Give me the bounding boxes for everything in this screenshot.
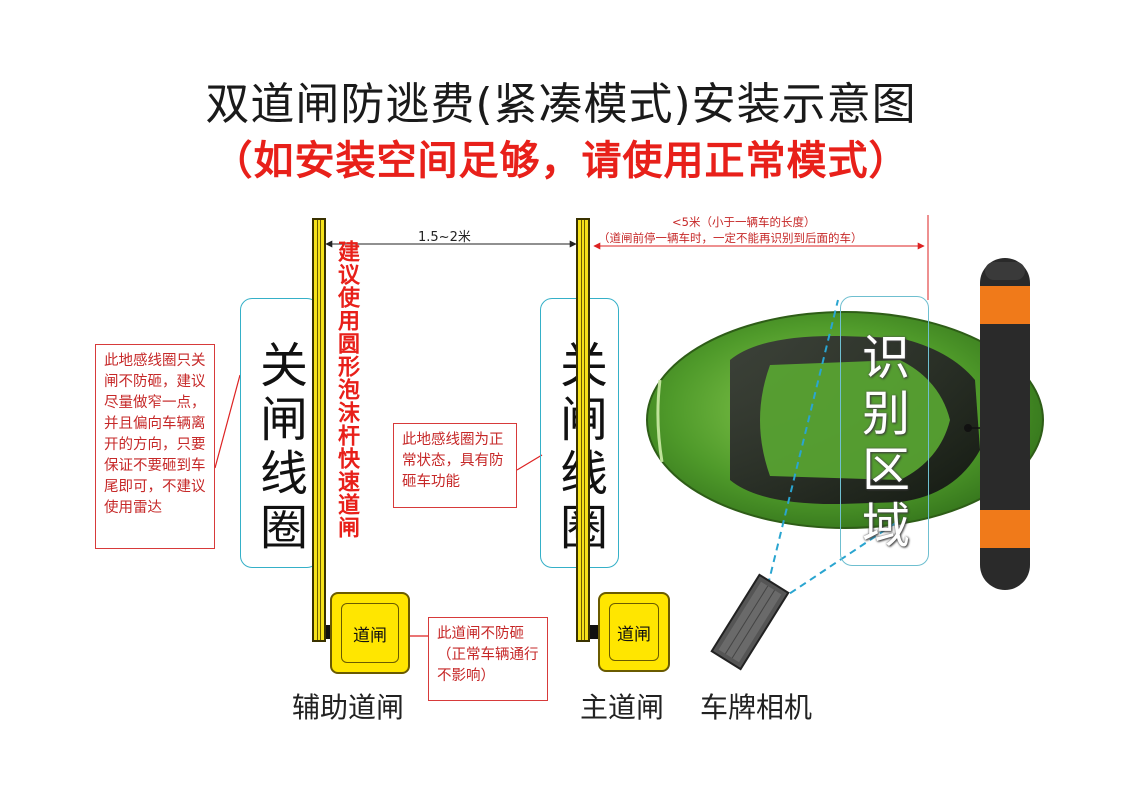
page-subtitle: （如安装空间足够，请使用正常模式） xyxy=(212,138,910,184)
aux-gate-label: 辅助道闸 xyxy=(292,691,405,724)
main-loop-note-pointer xyxy=(516,454,543,471)
main-loop-note: 此地感线圈为正常状态，具有防砸车功能 xyxy=(393,423,517,508)
aux-gate-boom xyxy=(312,218,326,642)
camera-label: 车牌相机 xyxy=(700,691,813,724)
aux-loop-note-pointer xyxy=(214,374,241,469)
distance-limit-label: <5米（小于一辆车的长度） xyxy=(672,215,816,229)
aux-gate-note: 此道闸不防砸（正常车辆通行不影响） xyxy=(428,617,548,701)
main-gate-label: 主道闸 xyxy=(580,691,665,724)
main-gate-box-label: 道闸 xyxy=(609,603,659,661)
camera-fov-line-1 xyxy=(764,299,839,598)
foam-boom-recommendation: 建议使用圆形泡沫杆快速道闸 xyxy=(334,240,359,539)
gate-spacing-label: 1.5~2米 xyxy=(418,230,471,245)
car xyxy=(646,311,1044,529)
recognition-zone xyxy=(840,296,929,566)
aux-gate-box: 道闸 xyxy=(330,592,410,674)
barrier-post xyxy=(980,258,1030,590)
camera-fov-line-2 xyxy=(779,519,901,601)
main-gate-box: 道闸 xyxy=(598,592,670,672)
page-title: 双道闸防逃费(紧凑模式)安装示意图 xyxy=(205,79,917,130)
aux-loop-note: 此地感线圈只关闸不防砸，建议尽量做窄一点，并且偏向车辆离开的方向，只要保证不要砸… xyxy=(95,344,215,549)
recognition-zone-label: 识别区域 xyxy=(853,332,909,556)
distance-limit-note: （道闸前停一辆车时，一定不能再识别到后面的车） xyxy=(598,231,863,245)
license-plate-camera xyxy=(710,573,790,671)
aux-close-loop-label: 关闸线圈 xyxy=(251,340,307,556)
aux-gate-box-label: 道闸 xyxy=(341,603,399,663)
main-gate-boom xyxy=(576,218,590,642)
